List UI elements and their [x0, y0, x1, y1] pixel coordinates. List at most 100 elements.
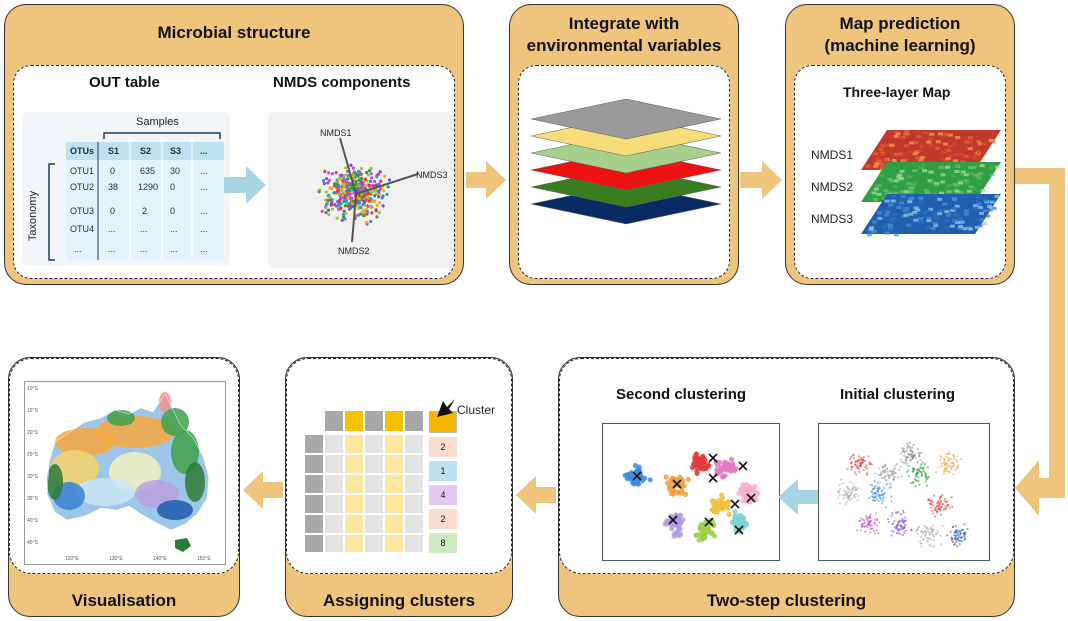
- grid-cell: [345, 535, 363, 552]
- cluster-point: [956, 531, 959, 534]
- nmds-point: [330, 172, 335, 176]
- nmds-point: [375, 175, 379, 179]
- cluster-point: [913, 453, 917, 456]
- cluster-point: [854, 463, 857, 466]
- nmds-point: [351, 166, 356, 170]
- cluster-point: [935, 532, 939, 535]
- cluster-point: [844, 492, 847, 495]
- cluster-point: [752, 483, 758, 490]
- nmds-point: [367, 183, 371, 187]
- cluster-point: [719, 495, 726, 501]
- cluster-point: [697, 530, 704, 537]
- initial-clustering-scatter: [836, 441, 969, 548]
- cluster-point: [682, 491, 689, 497]
- cluster-point: [903, 525, 906, 528]
- cluster-point: [925, 484, 929, 487]
- cluster-point: [906, 455, 909, 459]
- centroid-marker: [668, 515, 678, 525]
- nmds-point: [377, 200, 382, 205]
- cluster-point: [859, 519, 862, 522]
- grid-cell: [325, 455, 343, 473]
- nmds3-axis-label: NMDS3: [416, 170, 448, 180]
- nmds-point: [373, 194, 377, 198]
- cluster-point: [941, 524, 944, 528]
- cluster-point: [944, 505, 947, 508]
- cluster-point: [901, 517, 904, 521]
- cluster-point: [740, 516, 746, 522]
- cluster-point: [862, 456, 866, 459]
- cluster-point: [949, 466, 952, 469]
- cluster-point: [902, 511, 905, 514]
- cluster-point: [930, 503, 933, 506]
- cluster-point: [852, 485, 855, 489]
- cluster-point: [905, 471, 908, 474]
- cluster-point: [701, 466, 707, 472]
- cluster-point: [860, 456, 863, 459]
- cluster-point: [877, 494, 880, 497]
- cluster-label: Cluster: [457, 403, 496, 417]
- prediction-map-layers: [861, 130, 1001, 237]
- flow-arrow-shape: [740, 161, 782, 199]
- cluster-point: [944, 497, 947, 500]
- cluster-point: [677, 513, 683, 519]
- cluster-point: [904, 461, 907, 464]
- cluster-point: [949, 530, 952, 533]
- cluster-point: [847, 490, 850, 494]
- latitude-tick: 25°S: [27, 452, 39, 458]
- nmds-point: [339, 187, 343, 191]
- blue-arrow-left: [778, 479, 818, 515]
- cluster-point: [939, 458, 942, 462]
- second-clustering-label: Second clustering: [616, 386, 747, 403]
- cluster-point: [670, 475, 676, 482]
- cluster-point: [852, 454, 855, 457]
- cluster-point: [929, 538, 932, 541]
- nmds-point: [356, 213, 361, 217]
- cluster-point: [919, 465, 922, 469]
- cluster-point: [943, 461, 946, 464]
- table-header-cell: S1: [108, 146, 120, 156]
- cluster-point: [912, 455, 915, 458]
- cluster-point: [933, 508, 937, 512]
- cluster-point: [836, 497, 840, 500]
- cluster-point: [922, 470, 926, 473]
- cluster-point: [887, 518, 890, 521]
- table-cell: 0: [110, 166, 116, 176]
- cluster-point: [851, 465, 854, 468]
- nmds-point: [343, 191, 347, 195]
- nmds-point: [334, 185, 338, 189]
- cluster-point: [890, 500, 893, 503]
- nmds-point: [372, 184, 376, 188]
- cluster-point: [929, 506, 932, 509]
- cluster-point: [869, 527, 872, 530]
- cluster-point: [685, 476, 692, 482]
- nmds-point: [383, 174, 387, 178]
- grid-cell: [345, 495, 363, 513]
- cluster-region: [157, 500, 193, 520]
- cluster-point: [890, 534, 893, 537]
- cluster-point: [914, 456, 918, 459]
- nmds-point: [381, 204, 385, 208]
- cluster-point: [631, 477, 638, 483]
- cluster-point: [889, 482, 892, 485]
- cluster-point: [959, 533, 962, 536]
- latitude-tick: 45°S: [27, 540, 39, 546]
- nmds-point: [366, 173, 370, 177]
- grid-cell: [385, 435, 403, 453]
- cluster-point: [852, 456, 855, 460]
- centroid-marker: [708, 453, 718, 463]
- nmds-point: [333, 203, 337, 207]
- cluster-point: [841, 493, 844, 496]
- flow-arrow-1: [466, 161, 506, 199]
- cluster-point: [955, 534, 958, 537]
- cluster-point: [874, 492, 877, 495]
- cluster-point: [856, 466, 859, 469]
- cluster-point: [924, 477, 928, 480]
- nmds-point: [362, 200, 366, 204]
- cluster-point: [881, 497, 885, 500]
- cluster-value: 2: [429, 509, 457, 529]
- cluster-point: [924, 530, 927, 533]
- cluster-point: [865, 464, 868, 467]
- cluster-point: [714, 503, 720, 509]
- cluster-point: [920, 530, 923, 533]
- cluster-point: [910, 455, 913, 458]
